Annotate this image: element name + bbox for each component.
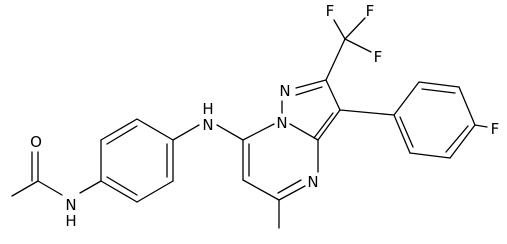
amine-hydrogen-label: H — [202, 100, 213, 118]
pyrimidine-ring — [242, 123, 319, 229]
aryl-bond — [449, 124, 476, 159]
aryl-inner-double-bond — [399, 116, 414, 148]
pyrimidine-bond — [242, 123, 275, 141]
aryl-bond — [458, 86, 476, 126]
c-f-bond — [344, 17, 366, 40]
pyrimidine-nitrogen-label: N — [307, 173, 318, 191]
amide-nitrogen-label: N — [65, 196, 76, 214]
aryl-bond — [393, 81, 420, 116]
nh-to-ring-bond — [79, 180, 102, 194]
pyrazole-bond — [325, 79, 341, 111]
amine-nitrogen-label: N — [202, 116, 213, 134]
phenylene-inner-double-bond — [106, 125, 138, 145]
pyrimidine-bond — [289, 123, 319, 141]
pyrazole-ring — [281, 79, 341, 141]
pyrazole-nitrogen-label: N — [279, 82, 290, 100]
aryl-fluorine-label: F — [491, 120, 500, 138]
cf3-bond — [325, 38, 346, 81]
pyrazole-nitrogen-label: N — [276, 114, 287, 132]
acetamide-group — [11, 151, 102, 197]
carbonyl-oxygen-label: O — [30, 133, 42, 151]
phenylene-bond — [100, 180, 138, 203]
phenylene-ring — [100, 118, 174, 203]
cf3-fluorine-label: F — [374, 48, 383, 66]
phenylene-bond — [136, 180, 174, 203]
phenylene-inner-double-bond — [106, 176, 138, 196]
pyrimidine-inner-double-bond — [277, 179, 302, 194]
methyl-to-carbonyl-bond — [11, 180, 39, 197]
aryl-inner-double-bond — [421, 88, 456, 94]
ring-to-nh-bond — [172, 124, 200, 141]
cf3-fluorine-label: F — [366, 2, 375, 20]
c-f-bond — [333, 19, 346, 40]
aryl-inner-double-bond — [445, 125, 469, 153]
fluorophenyl-ring — [339, 81, 488, 159]
pyrimidine-bond — [242, 179, 280, 201]
trifluoromethyl-group — [325, 17, 372, 81]
phenylene-bond — [100, 118, 138, 141]
carbonyl-to-nh-bond — [37, 180, 63, 196]
core-to-aryl-bond — [339, 109, 395, 116]
nh-to-pyrimidine-bond — [216, 124, 244, 141]
pyrazole-inner-double-bond — [295, 86, 323, 96]
aryl-bond — [409, 152, 451, 159]
pyrazole-bond — [295, 79, 327, 89]
aryl-c-f-bond — [474, 124, 488, 128]
amine-linker — [172, 124, 244, 141]
pyrazole-inner-double-bond — [313, 112, 334, 139]
pyrimidine-bond — [278, 185, 306, 201]
amide-hydrogen-label: H — [65, 212, 76, 230]
aryl-bond — [393, 114, 411, 154]
c-f-bond — [344, 38, 372, 53]
phenylene-bond — [136, 118, 174, 141]
pyrazole-bond — [317, 109, 341, 141]
cf3-fluorine-label: F — [326, 2, 335, 20]
aryl-bond — [418, 81, 460, 88]
